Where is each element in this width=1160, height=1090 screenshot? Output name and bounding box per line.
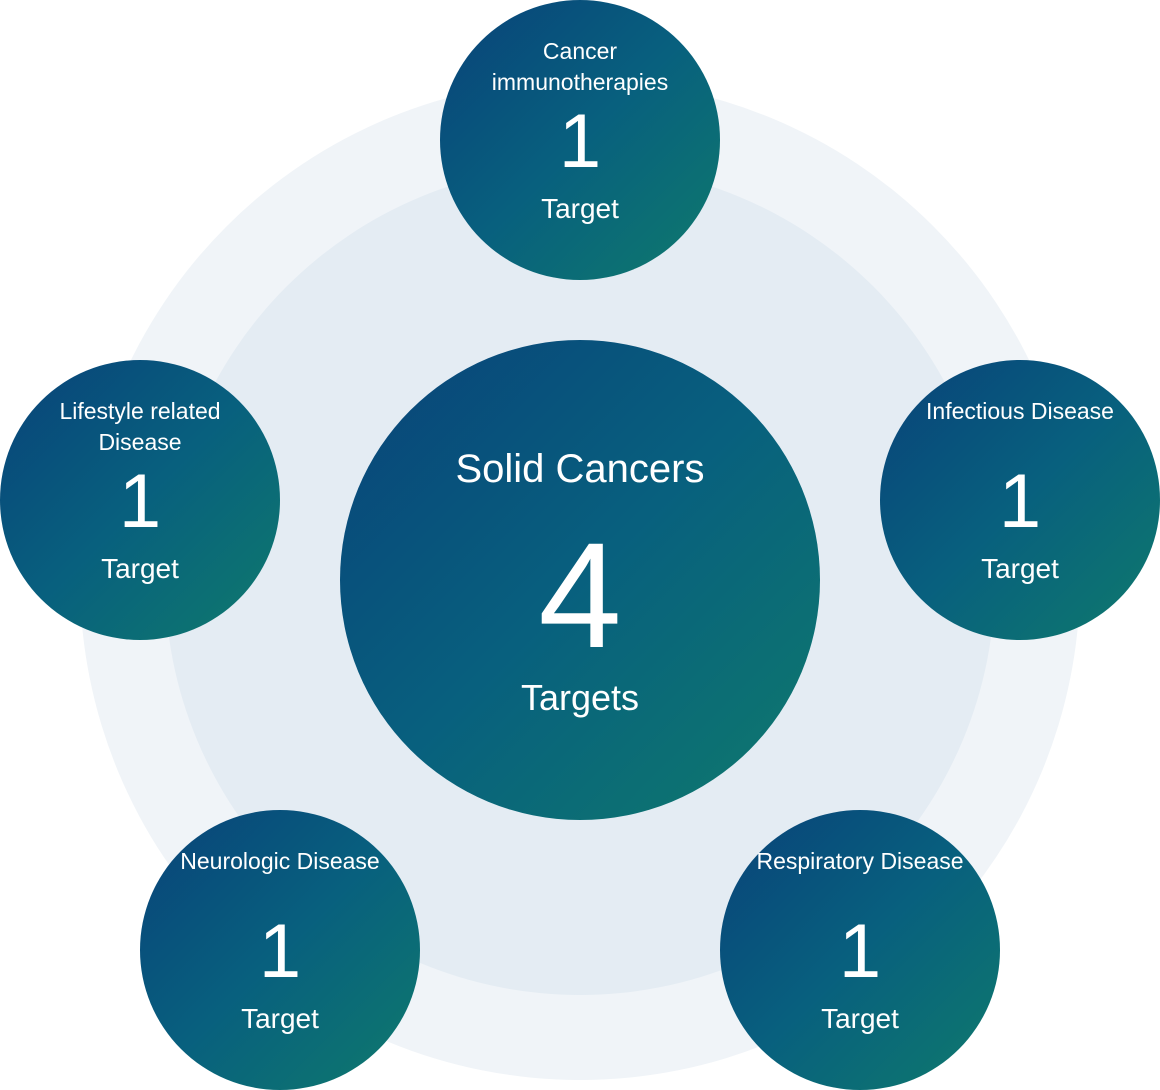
- node-count: 1: [998, 459, 1042, 544]
- node-unit: Target: [101, 553, 179, 584]
- node-title: Infectious Disease: [926, 398, 1114, 424]
- center-count: 4: [538, 511, 622, 679]
- circle-cancer-immunotherapies: Cancer immunotherapies 1 Target: [440, 0, 720, 280]
- center-circle-solid-cancers: Solid Cancers 4 Targets: [340, 340, 820, 820]
- node-unit: Target: [821, 1003, 899, 1034]
- circle-neurologic-disease: Neurologic Disease 1 Target: [140, 810, 420, 1090]
- center-unit: Targets: [520, 677, 640, 718]
- node-count: 1: [258, 909, 302, 994]
- node-unit: Target: [981, 553, 1059, 584]
- node-title: Neurologic Disease: [180, 848, 380, 874]
- circle-lifestyle-related-disease: Lifestyle related Disease 1 Target: [0, 360, 280, 640]
- circle-respiratory-disease: Respiratory Disease 1 Target: [720, 810, 1000, 1090]
- center-title: Solid Cancers: [455, 447, 705, 491]
- node-count: 1: [118, 459, 162, 544]
- node-count: 1: [558, 99, 602, 184]
- node-unit: Target: [541, 193, 619, 224]
- node-title: Cancer immunotherapies: [491, 38, 669, 95]
- node-count: 1: [838, 909, 882, 994]
- node-title: Respiratory Disease: [756, 848, 964, 874]
- node-unit: Target: [241, 1003, 319, 1034]
- node-title: Lifestyle related Disease: [59, 398, 221, 455]
- circle-infectious-disease: Infectious Disease 1 Target: [880, 360, 1160, 640]
